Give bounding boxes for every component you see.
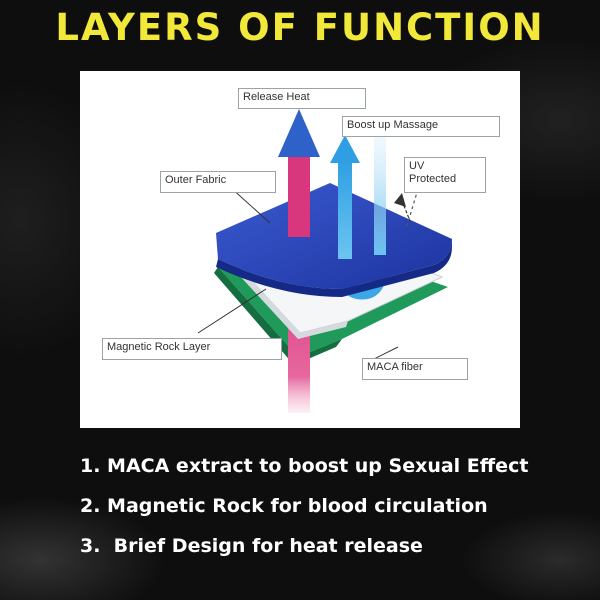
- maca-fiber-label: MACA fiber: [362, 358, 468, 380]
- layers-diagram-graphic: [197, 109, 452, 413]
- boost-massage-label: Boost up Massage: [342, 116, 500, 137]
- magnetic-rock-leader: [197, 288, 267, 334]
- magnetic-rock-label: Magnetic Rock Layer: [102, 338, 282, 360]
- page-title: LAYERS OF FUNCTION: [55, 6, 545, 49]
- uv-ray-arrow: [394, 193, 406, 207]
- uv-protected-label: UV Protected: [404, 157, 486, 193]
- uv-ray-line-2: [401, 200, 411, 222]
- uv-protected-line2: Protected: [409, 173, 457, 185]
- outer-fabric-edge: [216, 239, 452, 297]
- heat-arrow-shaft: [288, 151, 310, 237]
- massage-arrow-up-shaft: [338, 159, 352, 259]
- outer-fabric-label: Outer Fabric: [160, 171, 276, 193]
- uv-protected-line1: UV: [409, 160, 425, 172]
- feature-item: 2. Magnetic Rock for blood circulation: [80, 495, 488, 517]
- massage-arrow-down-shaft: [374, 135, 386, 255]
- feature-list: 1. MACA extract to boost up Sexual Effec…: [80, 453, 580, 573]
- outer-fabric-layer: [216, 183, 452, 289]
- feature-item: 1. MACA extract to boost up Sexual Effec…: [80, 455, 529, 477]
- outer-fabric-leader: [229, 186, 271, 224]
- massage-arrow-head: [330, 135, 360, 163]
- heat-arrow-head: [278, 109, 320, 157]
- middle-layer-edge: [228, 257, 348, 339]
- release-heat-label: Release Heat: [238, 88, 366, 109]
- uv-ray-line: [405, 188, 419, 230]
- feature-item: 3. Brief Design for heat release: [80, 535, 423, 557]
- layers-diagram: Release Heat Boost up Massage UV Protect…: [80, 71, 520, 428]
